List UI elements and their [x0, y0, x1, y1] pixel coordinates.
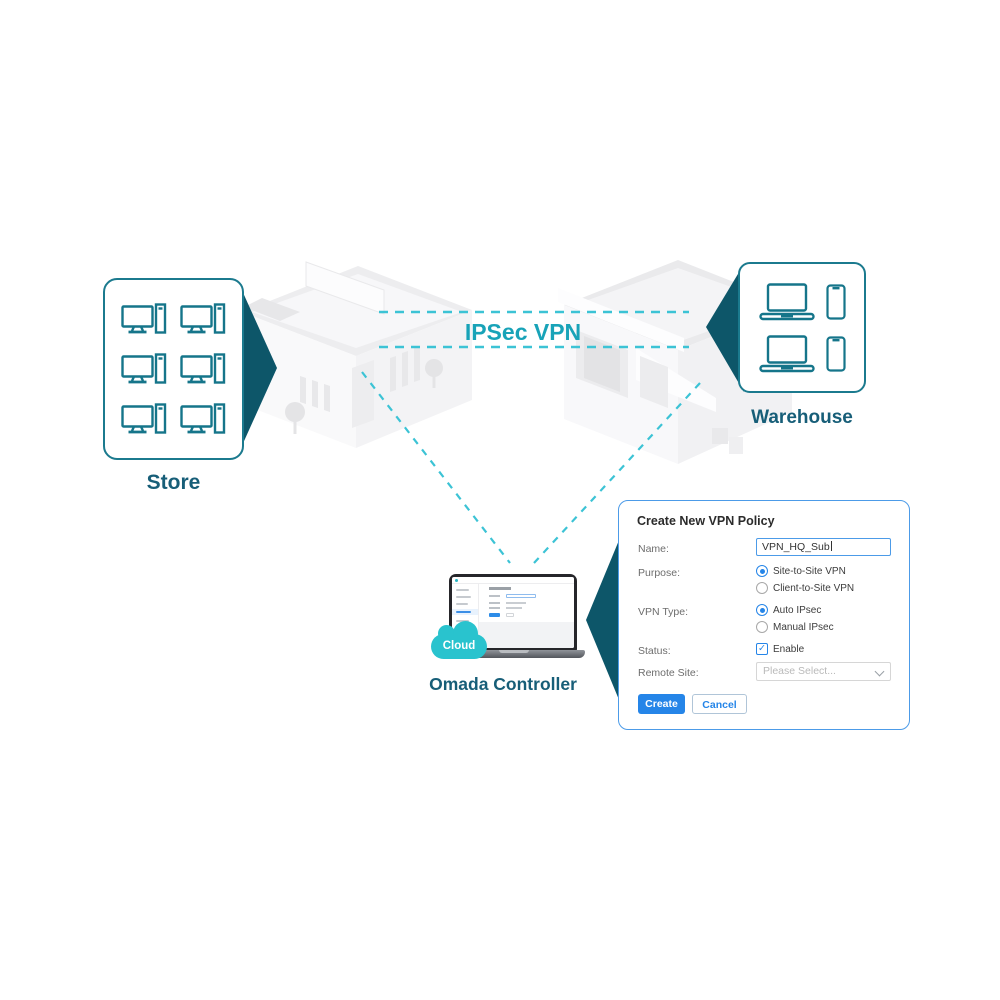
radio-label: Site-to-Site VPN: [773, 565, 846, 577]
store-label: Store: [146, 471, 201, 494]
omada-controller-label: Omada Controller: [429, 674, 577, 694]
cloud-icon: Cloud: [431, 621, 487, 659]
vpn-type-label: VPN Type:: [638, 606, 688, 618]
select-placeholder: Please Select...: [763, 665, 836, 677]
laptop-icon: [758, 334, 815, 372]
mini-logo-dot: [455, 578, 458, 582]
radio-selected-icon[interactable]: [756, 604, 768, 616]
name-input-value: VPN_HQ_Sub: [762, 541, 830, 553]
status-label: Status:: [638, 645, 671, 657]
desktop-computer-icon: [180, 302, 226, 334]
controller-laptop: [449, 574, 577, 651]
purpose-label: Purpose:: [638, 567, 681, 579]
warehouse-callout-pointer: [706, 264, 744, 392]
desktop-computer-icon: [180, 402, 226, 434]
store-devices-callout: [103, 278, 244, 460]
name-label: Name:: [638, 543, 669, 555]
ipsec-vpn-label: IPSec VPN: [464, 319, 582, 345]
desktop-computer-icon: [121, 402, 167, 434]
vpn-tunnel-dashed-lines: [379, 310, 689, 349]
radio-label: Client-to-Site VPN: [773, 582, 855, 594]
dialog-title: Create New VPN Policy: [637, 514, 775, 528]
radio-label: Auto IPsec: [773, 604, 822, 616]
store-building-illustration: [242, 261, 472, 448]
desktop-computer-icon: [180, 352, 226, 384]
warehouse-devices-callout: [738, 262, 866, 393]
checkmark-icon: ✓: [758, 643, 766, 654]
radio-option-auto-ipsec[interactable]: Auto IPsec: [756, 603, 821, 617]
radio-selected-icon[interactable]: [756, 565, 768, 577]
checkbox-checked-icon[interactable]: ✓: [756, 643, 768, 655]
smartphone-icon: [825, 283, 846, 320]
store-callout-pointer: [240, 286, 277, 450]
checkbox-label: Enable: [773, 643, 805, 655]
name-input[interactable]: VPN_HQ_Sub: [756, 538, 891, 556]
text-cursor: [830, 541, 832, 551]
cloud-badge-label: Cloud: [442, 640, 476, 652]
create-vpn-policy-dialog: Create New VPN Policy Name: VPN_HQ_Sub P…: [618, 500, 910, 730]
desktop-computer-icon: [121, 352, 167, 384]
create-button[interactable]: Create: [638, 694, 685, 714]
radio-option-client-to-site-vpn[interactable]: Client-to-Site VPN: [756, 581, 854, 595]
smartphone-icon: [825, 335, 846, 372]
remote-site-select[interactable]: Please Select...: [756, 662, 891, 681]
radio-option-site-to-site-vpn[interactable]: Site-to-Site VPN: [756, 564, 846, 578]
status-enable-option[interactable]: ✓ Enable: [756, 642, 804, 656]
chevron-down-icon: [874, 666, 885, 677]
laptop-screen-content: [452, 577, 574, 648]
warehouse-label: Warehouse: [751, 407, 853, 428]
radio-label: Manual IPsec: [773, 621, 834, 633]
desktop-computer-icon: [121, 302, 167, 334]
laptop-icon: [758, 282, 815, 320]
controller-dashed-lines: [361, 371, 701, 564]
mini-main-panel: [479, 584, 574, 648]
remote-site-label: Remote Site:: [638, 667, 699, 679]
radio-option-manual-ipsec[interactable]: Manual IPsec: [756, 620, 834, 634]
radio-unselected-icon[interactable]: [756, 582, 768, 594]
laptop-base: [443, 650, 585, 658]
cancel-button[interactable]: Cancel: [692, 694, 747, 714]
radio-unselected-icon[interactable]: [756, 621, 768, 633]
